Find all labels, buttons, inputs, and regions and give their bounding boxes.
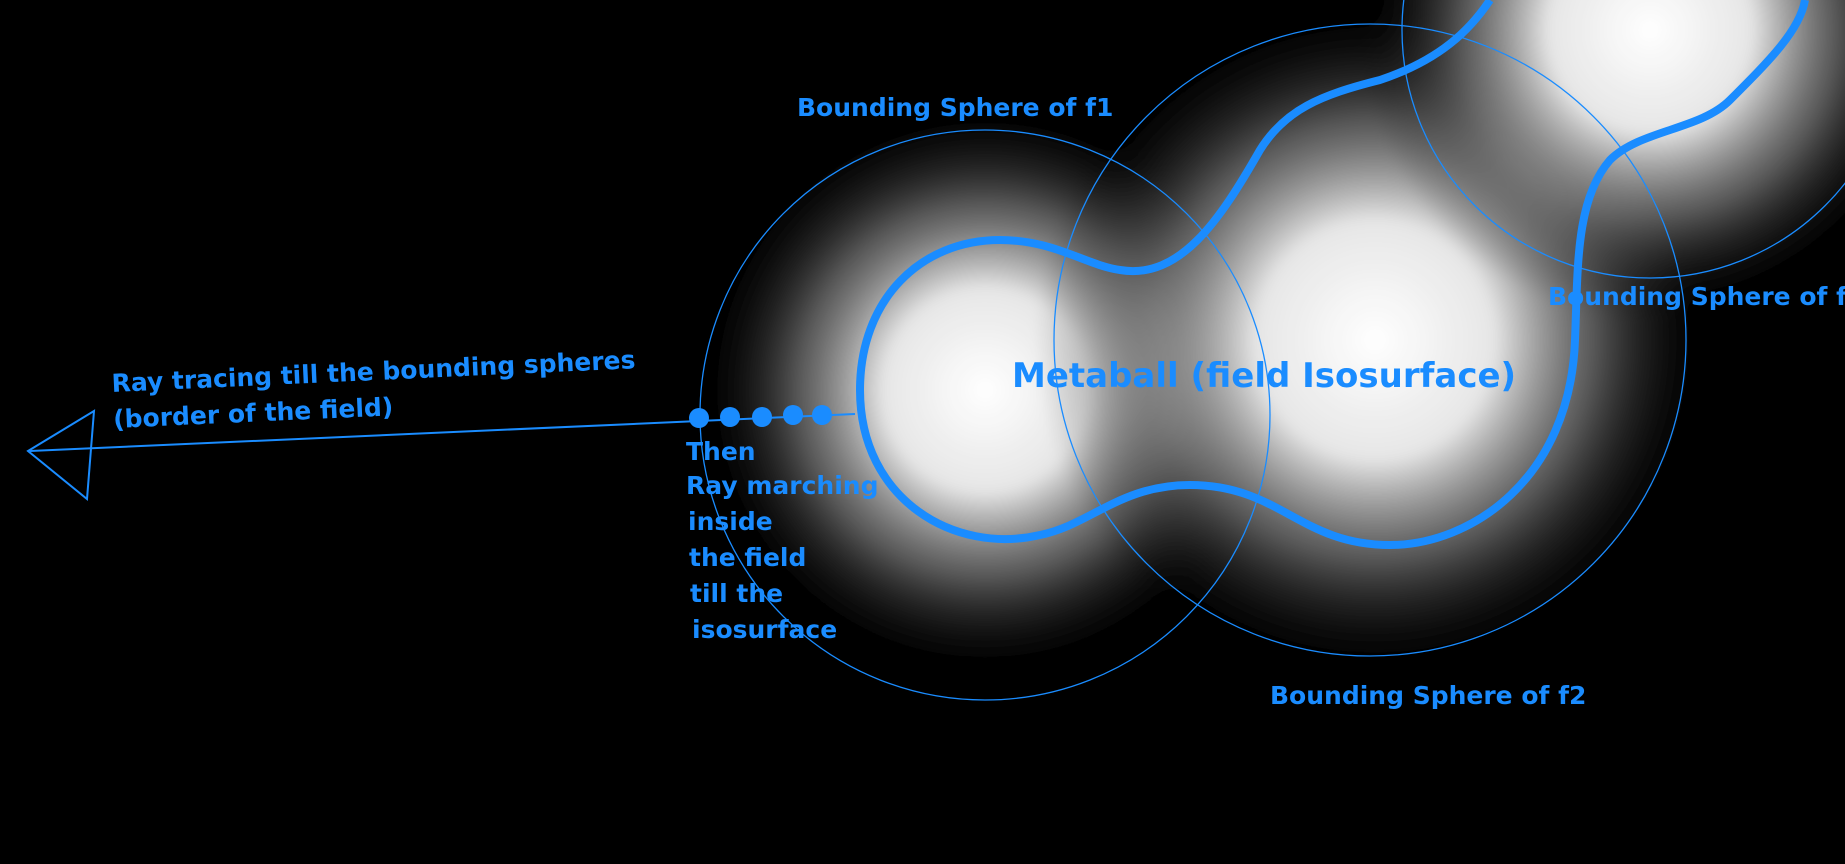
label-metaball: Metaball (field Isosurface) (1012, 356, 1516, 396)
label-ray-marching: Then Ray marching inside the field till … (686, 437, 878, 644)
march-sample-point (720, 407, 740, 427)
field-glow (695, 0, 1845, 680)
label-bounding-sphere-f3: Bounding Sphere of f3 (1548, 282, 1845, 311)
metaball-isosurface-outline (856, 0, 1809, 549)
march-sample-point (752, 407, 772, 427)
label-ray-marching-line: isosurface (692, 615, 837, 644)
label-ray-tracing-line1: Ray tracing till the bounding spheres (111, 345, 636, 398)
label-bounding-sphere-f1: Bounding Sphere of f1 (797, 93, 1113, 122)
label-ray-tracing-line2: (border of the field) (113, 392, 394, 434)
label-ray-tracing: Ray tracing till the bounding spheres (b… (111, 345, 636, 434)
march-sample-point (689, 408, 709, 428)
label-ray-marching-line: inside (688, 507, 773, 536)
label-ray-marching-line: till the (690, 579, 783, 608)
field-f3-glow (1360, 0, 1845, 320)
label-bounding-sphere-f2: Bounding Sphere of f2 (1270, 681, 1586, 710)
bounding-sphere-f2 (1053, 23, 1687, 657)
bounding-sphere-f3 (1401, 0, 1845, 279)
march-sample-point (812, 405, 832, 425)
march-sample-point (783, 405, 803, 425)
camera-triangle-icon (26, 409, 96, 501)
label-ray-marching-line: Ray marching (686, 471, 878, 500)
label-ray-marching-line: Then (686, 437, 756, 466)
ray-path (26, 409, 856, 501)
ray-line (29, 413, 856, 452)
ray-marching-samples (689, 405, 832, 428)
label-ray-marching-line: the field (689, 543, 806, 572)
